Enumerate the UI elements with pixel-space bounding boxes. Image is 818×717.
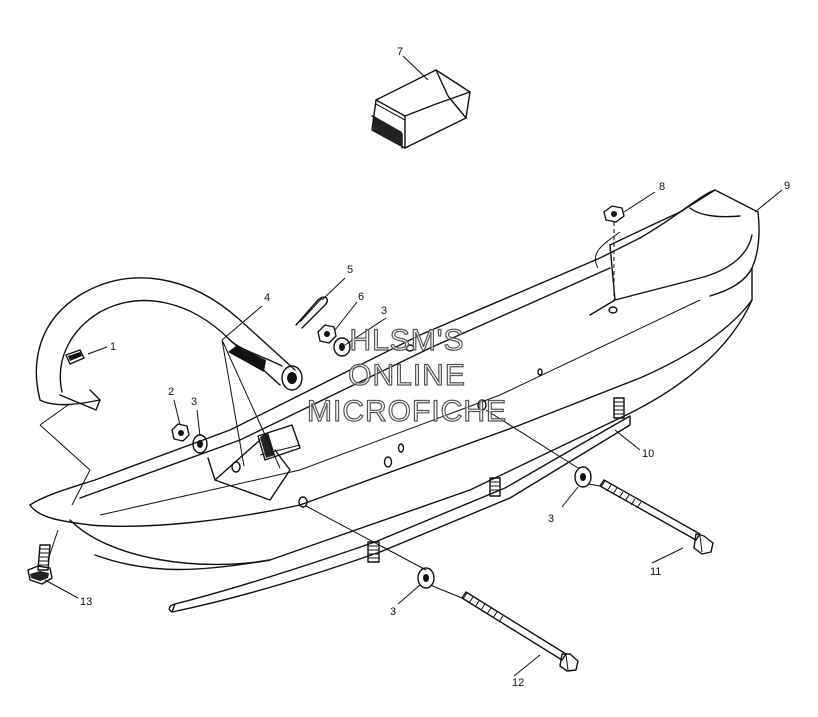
callout-1: 1 <box>110 341 116 353</box>
callout-8: 8 <box>659 181 665 193</box>
part-1-clip <box>65 349 85 365</box>
watermark-line-2: ONLINE <box>348 359 466 392</box>
callout-5: 5 <box>347 264 353 276</box>
part-5-cotter-pin <box>295 296 328 329</box>
callout-13: 13 <box>80 596 92 608</box>
part-7-wear-block <box>371 69 471 149</box>
washer-3-left <box>192 434 208 454</box>
callout-3-upper: 3 <box>381 305 387 317</box>
part-13-bolt <box>27 544 53 585</box>
washer-3-upper <box>333 337 351 357</box>
callout-labels: 1 2 3 3 3 3 4 5 6 7 8 9 10 11 12 13 <box>80 46 790 689</box>
callout-11: 11 <box>650 566 661 578</box>
part-6-nut <box>317 324 337 344</box>
part-9-ski-body <box>29 189 760 571</box>
part-2-nut <box>171 423 190 442</box>
washer-3-lower <box>417 567 435 589</box>
callout-4: 4 <box>264 292 270 304</box>
callout-2: 2 <box>168 386 174 398</box>
washer-3-right <box>574 466 592 488</box>
callout-7: 7 <box>397 46 403 58</box>
watermark-line-3: MICROFICHE <box>307 395 507 428</box>
callout-10: 10 <box>642 448 654 460</box>
part-8-nut <box>603 205 625 300</box>
part-11-bolt <box>599 479 714 555</box>
callout-12: 12 <box>512 677 524 689</box>
watermark: HLSM'S ONLINE MICROFICHE <box>306 323 507 428</box>
leader-lines <box>39 55 783 677</box>
part-10-wear-bar <box>168 397 631 613</box>
callout-3-right: 3 <box>548 513 554 525</box>
callout-3-left: 3 <box>191 396 197 408</box>
part-4-ski-loop <box>35 277 303 411</box>
part-12-bolt <box>461 591 579 672</box>
watermark-line-1: HLSM'S <box>349 324 464 357</box>
callout-9: 9 <box>784 180 790 192</box>
callout-3-lower: 3 <box>390 606 396 618</box>
callout-6: 6 <box>358 291 364 303</box>
